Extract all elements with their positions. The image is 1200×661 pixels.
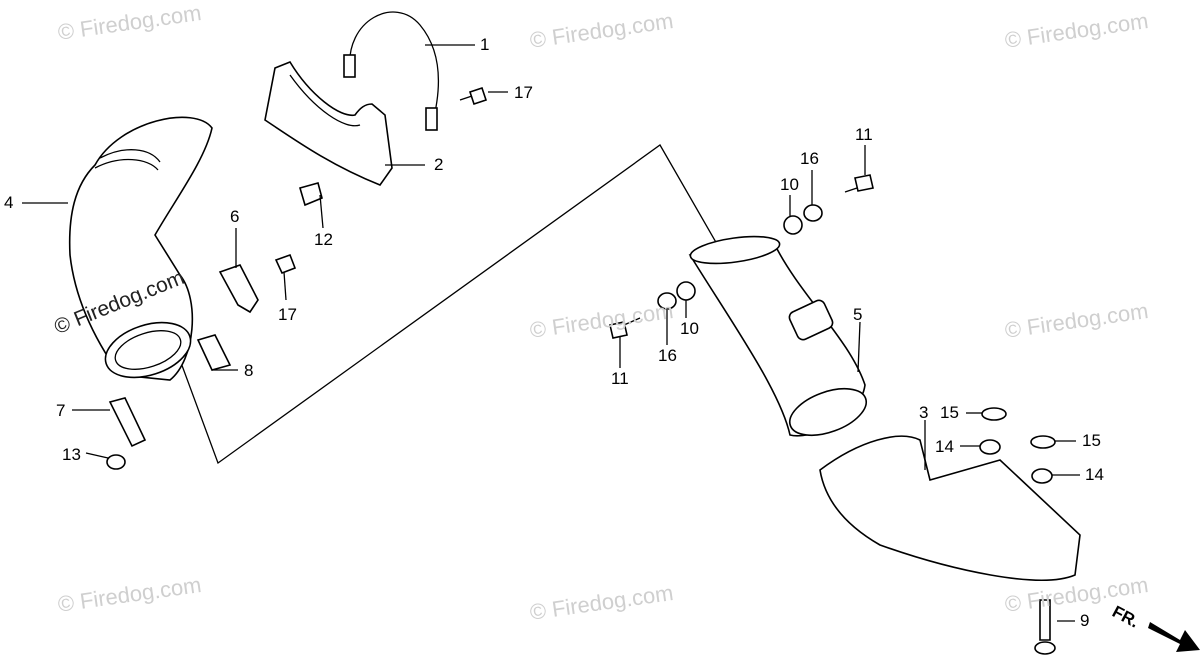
callout-15: 15 xyxy=(940,403,959,422)
part-1-band xyxy=(343,11,440,131)
callout-14: 14 xyxy=(935,437,954,456)
part-5-duct xyxy=(688,235,868,437)
part-16-washer-lower xyxy=(657,292,677,310)
part-10-grommet-lower xyxy=(676,281,696,301)
part-15-washer-upper xyxy=(981,407,1007,421)
part-17-bolt-upper xyxy=(459,86,488,106)
part-4-elbow-duct xyxy=(68,116,213,381)
part-14-grommet-upper xyxy=(979,439,1001,455)
part-14-grommet-lower xyxy=(1031,468,1053,484)
callout-8: 8 xyxy=(244,361,254,380)
part-9-screw xyxy=(1034,599,1056,655)
part-12-collar xyxy=(299,182,324,229)
callout-9: 9 xyxy=(1080,611,1090,630)
callout-10: 10 xyxy=(780,175,799,194)
part-11-bolt-upper xyxy=(844,174,874,193)
callout-17: 17 xyxy=(514,83,533,102)
callout-16: 16 xyxy=(658,346,677,365)
callout-10: 10 xyxy=(680,319,699,338)
callout-3: 3 xyxy=(919,403,929,422)
callout-13: 13 xyxy=(62,445,81,464)
connector-line xyxy=(179,144,726,465)
part-6-clip xyxy=(218,228,259,314)
part-16-washer-upper xyxy=(803,204,823,222)
part-13-nut xyxy=(106,454,126,470)
front-direction-arrow xyxy=(1148,622,1200,652)
callout-1: 1 xyxy=(480,35,490,54)
part-8-pad xyxy=(196,334,232,371)
part-10-grommet-upper xyxy=(783,215,803,235)
callout-12: 12 xyxy=(314,230,333,249)
callout-7: 7 xyxy=(56,401,66,420)
part-7-clip xyxy=(108,397,147,448)
callout-16: 16 xyxy=(800,149,819,168)
part-15-washer-lower xyxy=(1030,435,1056,449)
callout-11: 11 xyxy=(611,369,629,388)
part-2-holder xyxy=(264,61,393,186)
part-11-bolt-lower xyxy=(609,317,641,339)
part-17-bolt-lower xyxy=(274,253,297,301)
callout-5: 5 xyxy=(853,305,863,324)
callout-17: 17 xyxy=(278,305,297,324)
callout-4: 4 xyxy=(4,193,14,212)
callout-6: 6 xyxy=(230,207,240,226)
callout-2: 2 xyxy=(434,155,444,174)
callout-15: 15 xyxy=(1082,431,1101,450)
part-3-duct xyxy=(819,435,1081,581)
callout-11: 11 xyxy=(855,125,873,144)
callout-14: 14 xyxy=(1085,465,1104,484)
leader-lines xyxy=(22,44,1080,622)
